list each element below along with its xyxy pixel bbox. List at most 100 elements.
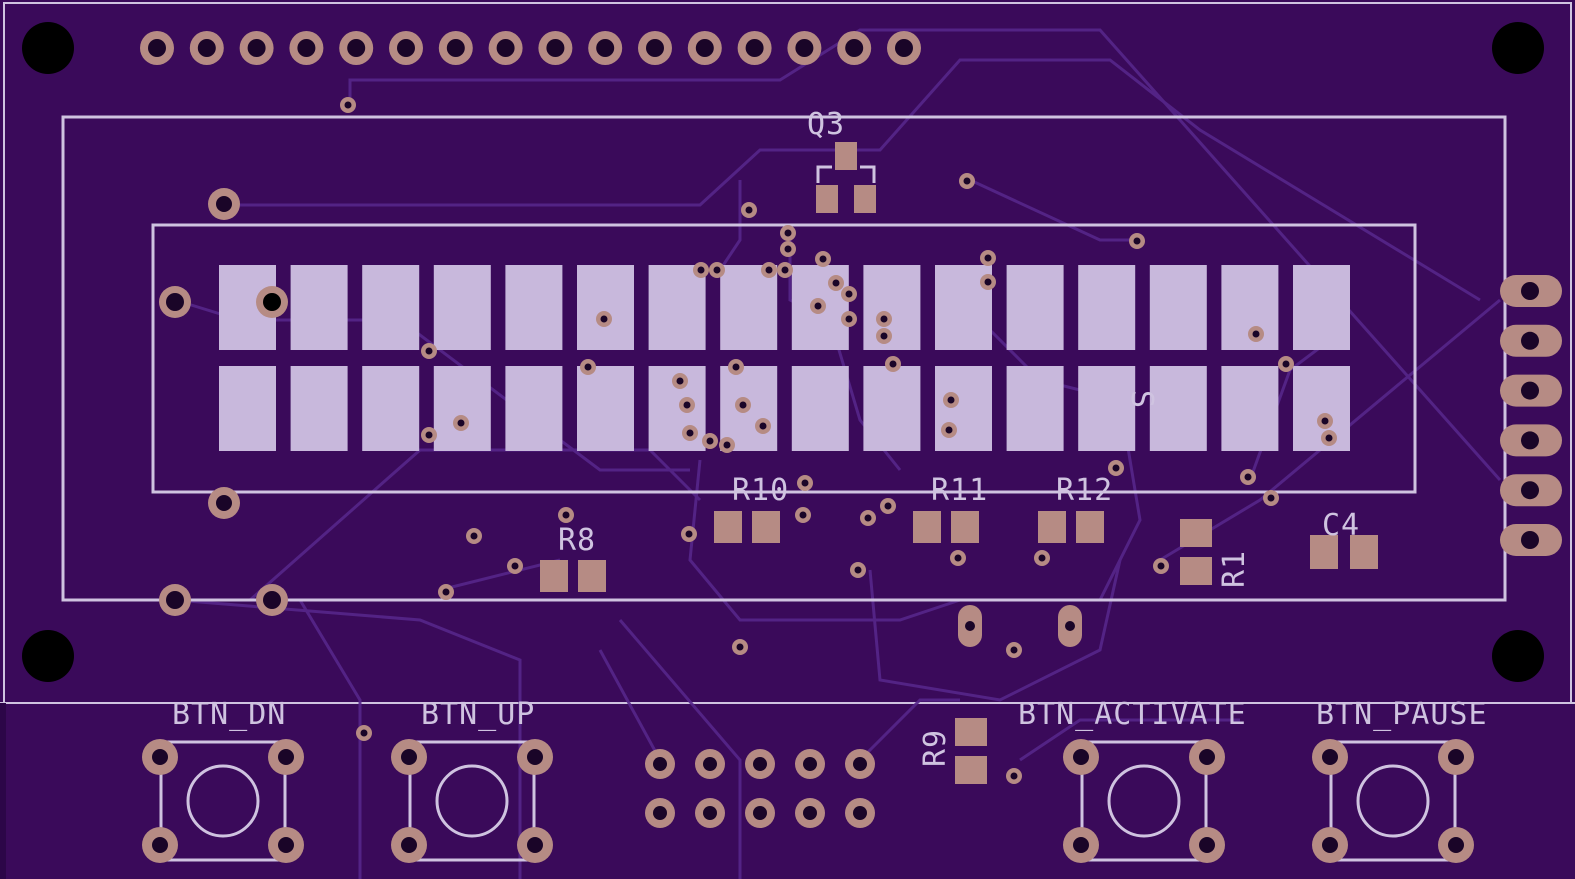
button-pad bbox=[1438, 739, 1474, 775]
header-pad bbox=[887, 31, 921, 65]
connector-pad bbox=[695, 798, 725, 828]
via bbox=[735, 397, 751, 413]
via bbox=[1153, 558, 1169, 574]
button-pad bbox=[142, 739, 178, 775]
tactile-button bbox=[142, 739, 304, 863]
via bbox=[1006, 642, 1022, 658]
smd-pad bbox=[752, 511, 780, 543]
lcd-cell bbox=[577, 366, 634, 451]
smd-pad bbox=[835, 142, 857, 170]
header-pad bbox=[837, 31, 872, 65]
mount-hole-bottom-right bbox=[1492, 630, 1544, 682]
header-pad bbox=[538, 31, 573, 65]
r12-resistor: R12 bbox=[1038, 473, 1113, 543]
connector-pad bbox=[645, 798, 675, 828]
smd-pad bbox=[1038, 511, 1066, 543]
smd-pad bbox=[1180, 557, 1212, 585]
via bbox=[702, 433, 718, 449]
r1-label: R1 bbox=[1217, 550, 1252, 588]
button-pad bbox=[1189, 827, 1225, 863]
via bbox=[741, 202, 757, 218]
button-pad bbox=[391, 739, 427, 775]
button-pad bbox=[1312, 739, 1348, 775]
via bbox=[356, 725, 372, 741]
lcd-cell bbox=[219, 366, 276, 451]
via bbox=[681, 526, 697, 542]
via bbox=[815, 251, 831, 267]
r11-resistor: R11 bbox=[913, 473, 988, 543]
lcd-cell bbox=[290, 265, 348, 350]
lcd-cell bbox=[433, 366, 491, 451]
c4-label: C4 bbox=[1322, 508, 1360, 543]
lcd-outer-outline bbox=[61, 115, 1507, 602]
smd-pad bbox=[913, 511, 941, 543]
via bbox=[1240, 469, 1256, 485]
lcd-cell bbox=[1293, 265, 1350, 350]
side-connector-pads bbox=[1500, 275, 1562, 556]
via bbox=[755, 418, 771, 434]
button-pad bbox=[517, 739, 553, 775]
via bbox=[438, 584, 454, 600]
smd-pad bbox=[540, 560, 568, 592]
lcd-cell bbox=[1221, 366, 1279, 451]
lcd-cell bbox=[362, 366, 420, 451]
r11-label: R11 bbox=[931, 473, 988, 508]
r9-label: R9 bbox=[918, 729, 953, 767]
via bbox=[885, 356, 901, 372]
r8-label: R8 bbox=[558, 523, 596, 558]
tactile-button bbox=[391, 739, 553, 863]
via bbox=[761, 262, 777, 278]
lcd-cell bbox=[362, 265, 420, 350]
via bbox=[860, 510, 876, 526]
connector-pad bbox=[745, 798, 775, 828]
btn-activate-label: BTN_ACTIVATE bbox=[1018, 697, 1247, 732]
via bbox=[732, 639, 748, 655]
connector-pad bbox=[695, 749, 725, 779]
via bbox=[1129, 233, 1145, 249]
header-pad bbox=[339, 31, 374, 65]
mount-hole-bottom-left bbox=[22, 630, 74, 682]
header-pad bbox=[438, 31, 473, 65]
lcd-cell bbox=[1078, 265, 1136, 350]
smd-pad bbox=[714, 511, 742, 543]
btn-dn-label: BTN_DN bbox=[172, 697, 286, 732]
r12-label: R12 bbox=[1056, 473, 1113, 508]
via bbox=[507, 558, 523, 574]
lcd-inner-outline bbox=[151, 223, 1417, 494]
header-pad bbox=[239, 31, 274, 65]
button-pad bbox=[517, 827, 553, 863]
r9-resistor: R9 bbox=[918, 718, 987, 784]
via bbox=[1006, 768, 1022, 784]
slot-pads bbox=[958, 605, 1082, 647]
via bbox=[777, 262, 793, 278]
via bbox=[959, 173, 975, 189]
header-pad bbox=[737, 31, 772, 65]
side-pad bbox=[1500, 374, 1562, 407]
via bbox=[682, 425, 698, 441]
via bbox=[728, 359, 744, 375]
header-pad bbox=[140, 31, 174, 65]
via bbox=[1321, 430, 1337, 446]
via bbox=[1317, 413, 1333, 429]
smd-pad bbox=[1350, 535, 1378, 569]
button-pad bbox=[268, 827, 304, 863]
lcd-cell bbox=[935, 366, 992, 451]
via bbox=[421, 343, 437, 359]
lcd-mount-pads bbox=[159, 188, 288, 616]
side-pad bbox=[1500, 424, 1562, 457]
via bbox=[810, 298, 826, 314]
button-pad bbox=[142, 827, 178, 863]
button-pad bbox=[1063, 739, 1099, 775]
smd-pad bbox=[955, 718, 987, 746]
via bbox=[693, 262, 709, 278]
header-pad bbox=[638, 31, 672, 65]
side-pad bbox=[1500, 275, 1562, 307]
connector-pad bbox=[795, 749, 825, 779]
tactile-buttons bbox=[142, 739, 1474, 863]
lcd-cell bbox=[863, 366, 921, 451]
via bbox=[421, 427, 437, 443]
via bbox=[466, 528, 482, 544]
via bbox=[880, 498, 896, 514]
smd-pad bbox=[578, 560, 606, 592]
